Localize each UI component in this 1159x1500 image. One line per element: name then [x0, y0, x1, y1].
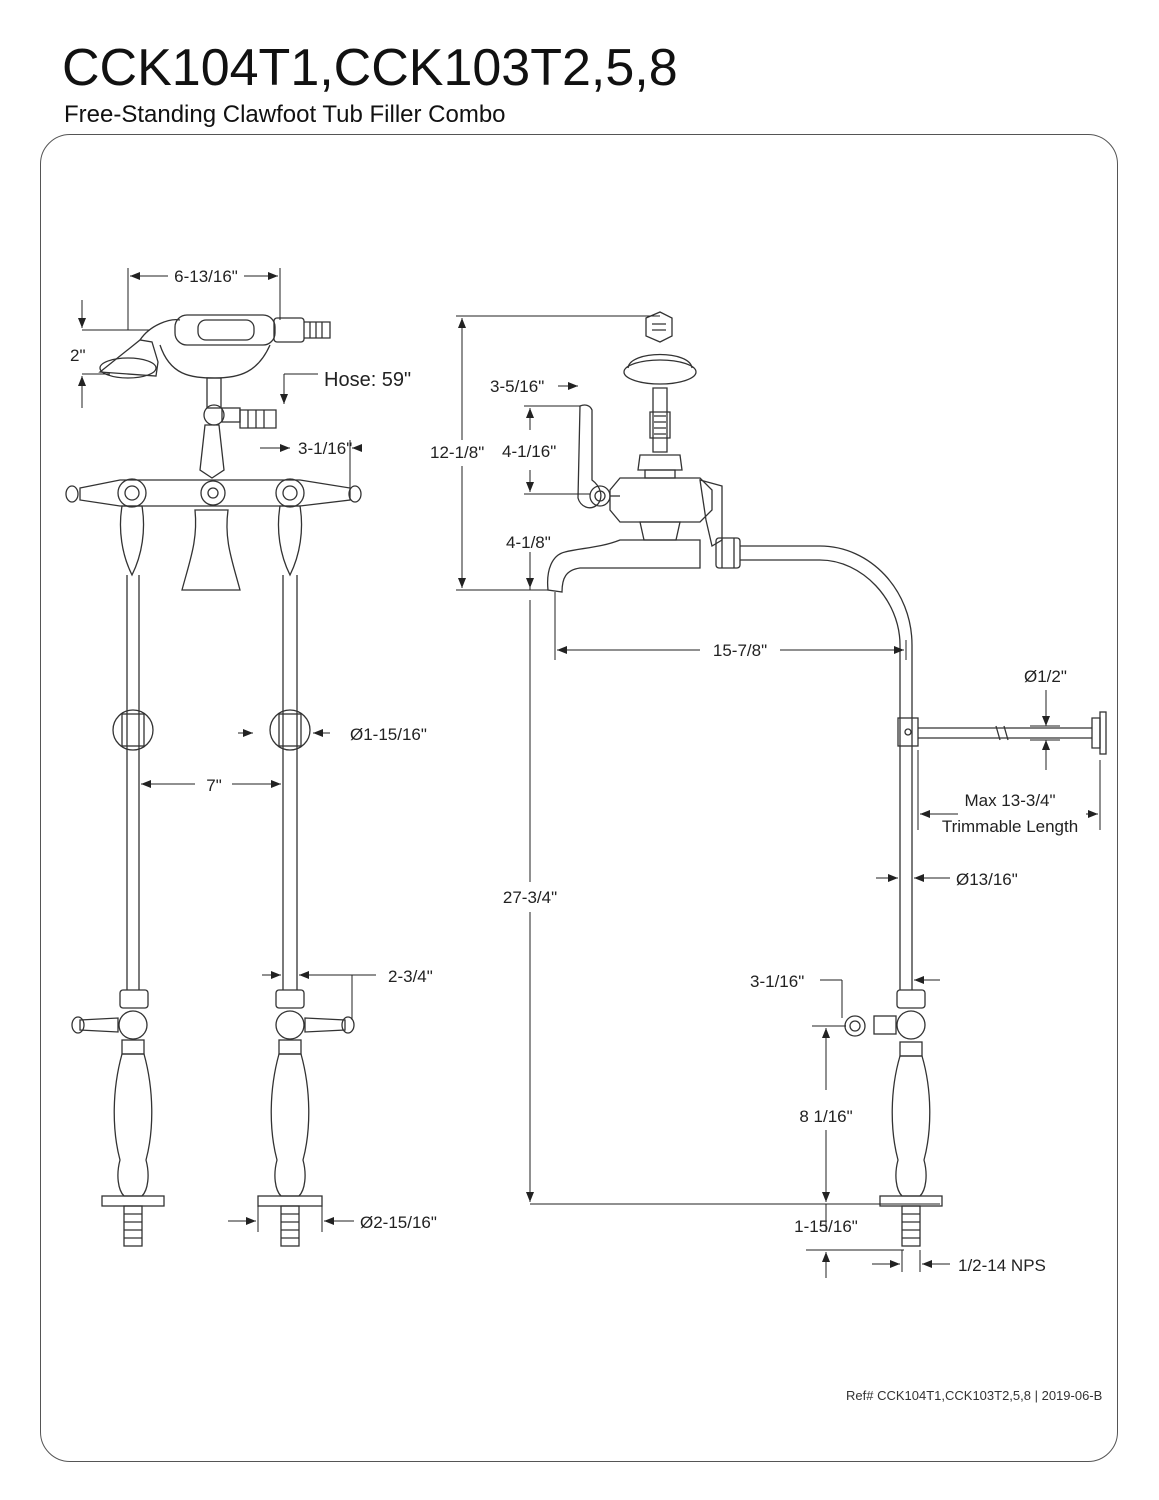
- dim-thread: 1/2-14 NPS: [958, 1256, 1046, 1275]
- dim-riser-height: 27-3/4": [503, 888, 557, 907]
- handshower-handle: [174, 314, 331, 346]
- dim-hose: Hose: 59": [324, 369, 411, 391]
- dim-supply-spacing: 7": [206, 776, 222, 795]
- dim-handshower-height: 2": [70, 346, 86, 365]
- dim-spout-height: 4-1/8": [506, 533, 551, 552]
- dim-handle-offset: 3-1/16": [298, 439, 352, 458]
- dim-spout-reach: 15-7/8": [713, 641, 767, 660]
- dim-valve-handle: 2-3/4": [388, 967, 433, 986]
- dim-lever-width: 3-5/16": [490, 377, 544, 396]
- dim-valve-height: 8 1/16": [799, 1107, 852, 1126]
- handshower-head: [98, 319, 181, 379]
- side-view: [546, 311, 1107, 1247]
- dim-brace-length-b: Trimmable Length: [942, 817, 1078, 836]
- dim-brace-length-a: Max 13-3/4": [964, 791, 1055, 810]
- dim-overall-top: 12-1/8": [430, 443, 484, 462]
- front-view: [65, 314, 362, 1247]
- side-dimensions: [456, 315, 1101, 1278]
- dim-handshower-width: 6-13/16": [174, 267, 238, 286]
- dim-pipe-dia: Ø13/16": [956, 870, 1018, 889]
- reference-number: Ref# CCK104T1,CCK103T2,5,8 | 2019-06-B: [846, 1388, 1103, 1403]
- dim-tailpiece: 1-15/16": [794, 1217, 858, 1236]
- dim-bracket-dia: Ø1-15/16": [350, 725, 427, 744]
- drawing-frame: [40, 134, 1118, 1462]
- dim-flange-dia: Ø2-15/16": [360, 1213, 437, 1232]
- dimension-labels: 6-13/16" 2" Hose: 59" 3-1/16" Ø1-15/16" …: [70, 267, 1078, 1275]
- page-subtitle: Free-Standing Clawfoot Tub Filler Combo: [64, 101, 506, 128]
- dim-brace-dia: Ø1/2": [1024, 667, 1067, 686]
- page-title: CCK104T1,CCK103T2,5,8: [62, 39, 678, 97]
- dim-valve-offset: 3-1/16": [750, 972, 804, 991]
- dim-lever-height: 4-1/16": [502, 442, 556, 461]
- front-dimensions: [78, 268, 376, 1232]
